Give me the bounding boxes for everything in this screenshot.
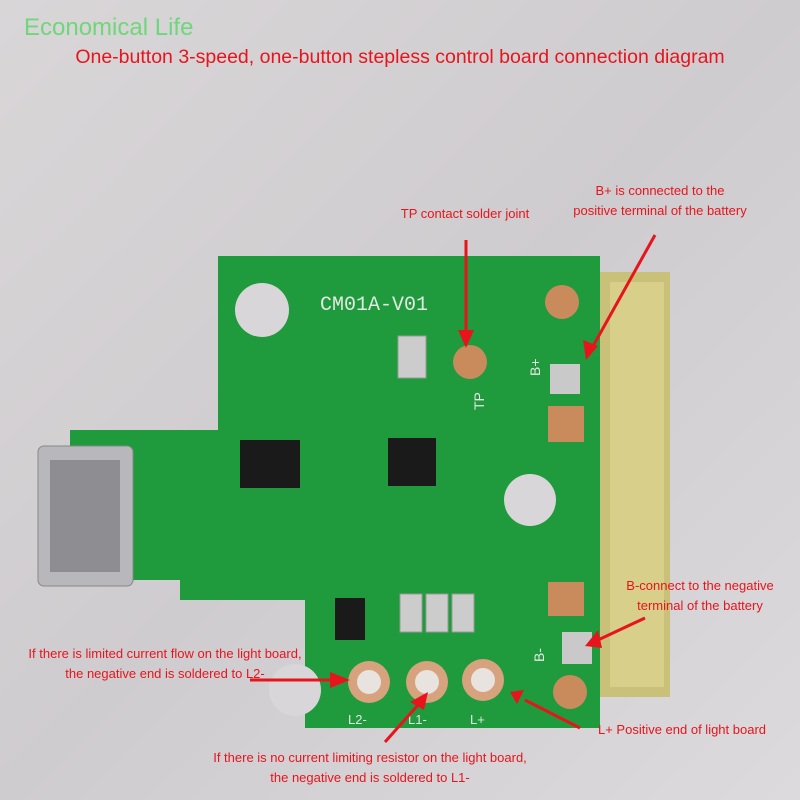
annotation-tp: TP contact solder joint bbox=[340, 204, 590, 224]
pad bbox=[548, 582, 584, 616]
tp-label: TP bbox=[471, 392, 487, 410]
annotation-b-minus-line1: B-connect to the negative bbox=[626, 578, 774, 593]
l2-label: L2- bbox=[348, 712, 367, 727]
annotation-b-plus-line1: B+ is connected to the bbox=[595, 183, 725, 198]
annotation-b-minus: B-connect to the negative terminal of th… bbox=[600, 576, 800, 616]
resistor-r10 bbox=[397, 335, 427, 379]
annotation-b-plus-line2: positive terminal of the battery bbox=[573, 203, 747, 218]
mounting-hole bbox=[235, 283, 289, 337]
arrow-l-plus bbox=[524, 698, 581, 730]
b-plus-label: B+ bbox=[527, 358, 543, 376]
annotation-b-plus: B+ is connected to the positive terminal… bbox=[540, 181, 780, 221]
resistor bbox=[451, 593, 475, 633]
b-minus-pad bbox=[562, 632, 592, 664]
b-minus-label: B- bbox=[531, 648, 547, 662]
annotation-l2-line2: the negative end is soldered to L2- bbox=[65, 666, 265, 681]
resistor bbox=[425, 593, 449, 633]
arrow-l1 bbox=[383, 704, 420, 743]
pad bbox=[553, 675, 587, 709]
ic-u3 bbox=[388, 438, 436, 486]
board-model-label: CM01A-V01 bbox=[320, 294, 428, 317]
annotation-l1-line1: If there is no current limiting resistor… bbox=[213, 750, 527, 765]
annotation-l2: If there is limited current flow on the … bbox=[0, 644, 330, 684]
annotation-l-plus: L+ Positive end of light board bbox=[582, 720, 782, 740]
b-plus-pad bbox=[550, 364, 580, 394]
ic-u1 bbox=[240, 440, 300, 488]
pad bbox=[545, 285, 579, 319]
resistor bbox=[399, 593, 423, 633]
l1-label: L1- bbox=[408, 712, 427, 727]
l-plus-label: L+ bbox=[470, 712, 485, 727]
annotation-b-minus-line2: terminal of the battery bbox=[637, 598, 763, 613]
annotation-l1: If there is no current limiting resistor… bbox=[160, 748, 580, 788]
annotation-l-plus-text: L+ Positive end of light board bbox=[597, 722, 767, 737]
annotation-l2-line1: If there is limited current flow on the … bbox=[28, 646, 302, 661]
arrow-b-plus bbox=[590, 234, 657, 349]
mounting-hole bbox=[504, 474, 556, 526]
annotation-tp-text: TP contact solder joint bbox=[400, 206, 530, 221]
mounting-hole bbox=[269, 664, 321, 716]
diagram-title: One-button 3-speed, one-button stepless … bbox=[75, 46, 725, 68]
annotation-l1-line2: the negative end is soldered to L1- bbox=[270, 770, 470, 785]
pad bbox=[548, 406, 584, 442]
arrow-b-minus bbox=[597, 616, 646, 642]
tp-pad bbox=[453, 345, 487, 379]
transistor bbox=[335, 598, 365, 640]
brand-watermark: Economical Life bbox=[24, 14, 194, 41]
